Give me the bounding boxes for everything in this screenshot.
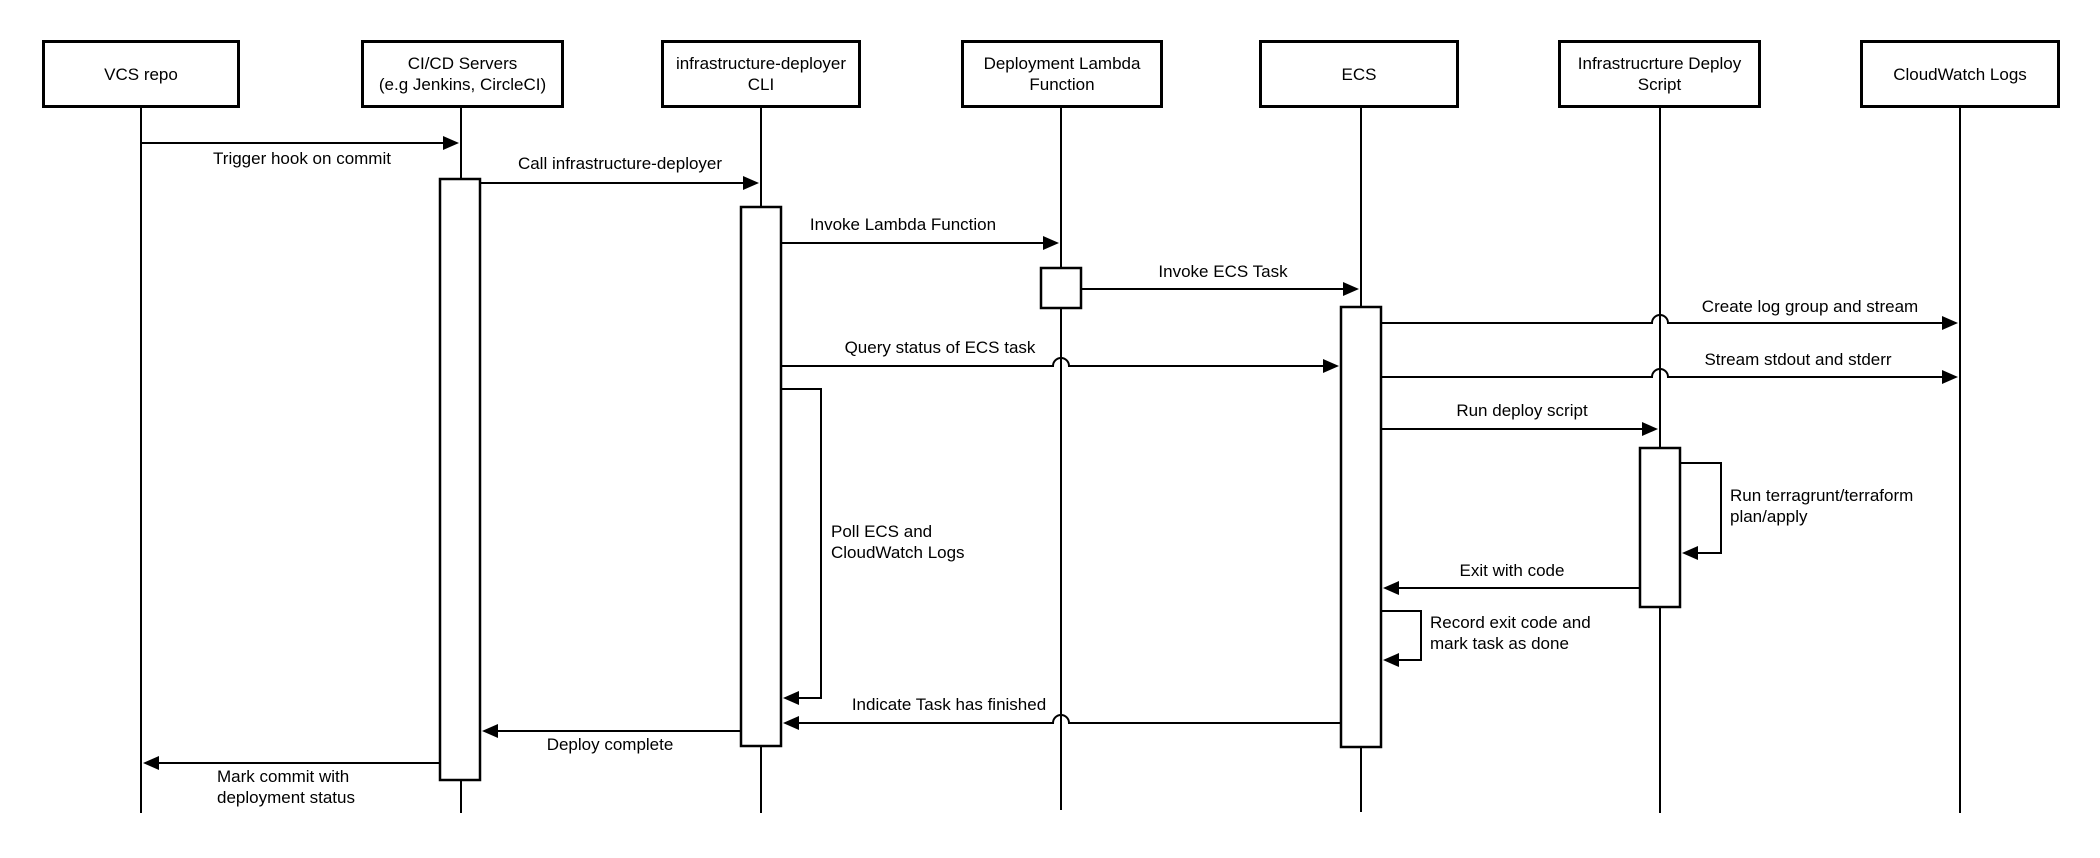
arrowhead-invoke-lambda [1043, 236, 1059, 250]
message-label-poll-ecs: Poll ECS and CloudWatch Logs [831, 522, 965, 562]
message-label-invoke-lambda: Invoke Lambda Function [809, 215, 997, 234]
arrowhead-exit-with-code [1383, 581, 1399, 595]
arrowhead-stream-stdout [1942, 370, 1958, 384]
activation-bar-lambda [1039, 266, 1083, 310]
participant-box-vcs-repo: VCS repo [42, 40, 240, 108]
arrowhead-run-deploy-script [1642, 422, 1658, 436]
arrowhead-deploy-complete [482, 724, 498, 738]
message-label-mark-commit: Mark commit with deployment status [217, 767, 355, 807]
arrowhead-run-terragrunt [1682, 546, 1698, 560]
message-label-deploy-complete: Deploy complete [546, 735, 674, 754]
participant-box-ecs: ECS [1259, 40, 1459, 108]
arrowhead-create-log-group [1942, 316, 1958, 330]
arrowhead-call-deployer [743, 176, 759, 190]
arrowhead-poll-ecs [783, 691, 799, 705]
arrow-line-query-status [781, 357, 1331, 367]
self-loop-run-terragrunt [1680, 462, 1722, 554]
participant-box-infra-deployer-cli: infrastructure-deployer CLI [661, 40, 861, 108]
message-label-indicate-finished: Indicate Task has finished [851, 695, 1047, 714]
arrowhead-query-status [1323, 359, 1339, 373]
message-label-query-status: Query status of ECS task [844, 338, 1036, 357]
message-label-stream-stdout: Stream stdout and stderr [1704, 350, 1892, 369]
message-label-call-deployer: Call infrastructure-deployer [517, 154, 723, 173]
participant-box-deploy-script: Infrastrucrture Deploy Script [1558, 40, 1761, 108]
message-label-trigger-hook: Trigger hook on commit [213, 149, 391, 168]
self-loop-poll-ecs [781, 388, 822, 699]
activation-bar-cicd [438, 177, 482, 782]
message-label-run-deploy-script: Run deploy script [1456, 401, 1588, 420]
self-loop-record-exit [1381, 610, 1422, 661]
arrow-line-stream-stdout [1381, 368, 1950, 378]
activation-bar-deploy [1638, 446, 1682, 609]
arrowhead-trigger-hook [443, 136, 459, 150]
message-label-run-terragrunt: Run terragrunt/terraform plan/apply [1730, 486, 1914, 526]
arrowhead-mark-commit [143, 756, 159, 770]
participant-box-deployment-lambda: Deployment Lambda Function [961, 40, 1163, 108]
message-label-exit-with-code: Exit with code [1459, 561, 1565, 580]
arrowhead-record-exit [1383, 653, 1399, 667]
activation-bar-cli [739, 205, 783, 748]
participant-box-cloudwatch-logs: CloudWatch Logs [1860, 40, 2060, 108]
arrow-line-indicate-finished [791, 714, 1341, 724]
message-label-record-exit: Record exit code and mark task as done [1430, 613, 1591, 653]
activation-bar-ecs [1339, 305, 1383, 749]
arrow-line-create-log-group [1381, 314, 1950, 324]
arrowhead-indicate-finished [783, 716, 799, 730]
participant-box-cicd-servers: CI/CD Servers (e.g Jenkins, CircleCI) [361, 40, 564, 108]
message-label-create-log-group: Create log group and stream [1701, 297, 1919, 316]
message-label-invoke-ecs-task: Invoke ECS Task [1158, 262, 1288, 281]
arrowhead-invoke-ecs-task [1343, 282, 1359, 296]
